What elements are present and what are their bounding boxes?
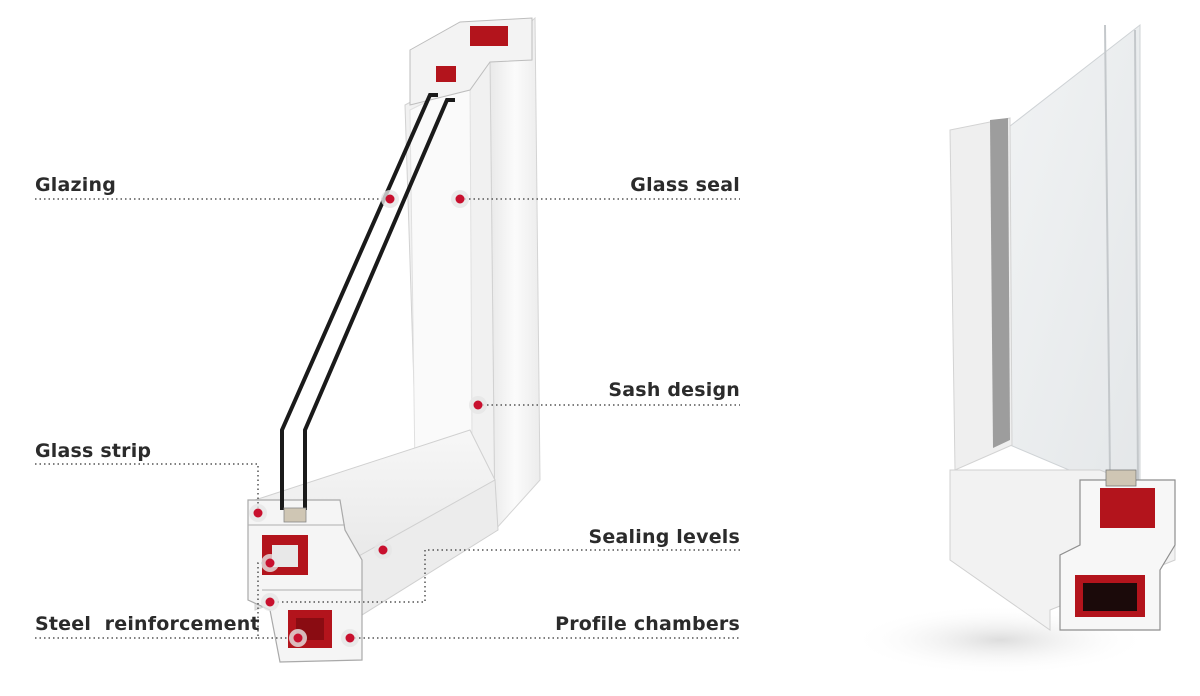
marker-sash-design (469, 396, 487, 414)
marker-glass-strip (249, 504, 267, 522)
marker-glass-seal (451, 190, 469, 208)
marker-profile-chambers (341, 629, 359, 647)
glass-edge-line (1134, 29, 1139, 486)
leader-sealing-levels (270, 549, 740, 603)
glass-edge-line (1104, 24, 1111, 476)
markers (249, 190, 487, 647)
glass-spacer (283, 507, 307, 523)
marker-steel-reinforcement-upper (261, 554, 279, 572)
sample-reinforcement-core (1083, 583, 1137, 611)
label-profile-chambers: Profile chambers (555, 613, 740, 635)
marker-steel-reinforcement-lower (289, 629, 307, 647)
marker-sealing-lower (261, 593, 279, 611)
sample-glass-spacer (1105, 469, 1137, 487)
sample-reinforcement-upper (1100, 488, 1155, 528)
marker-glazing (381, 190, 399, 208)
window-sample-render (850, 23, 1176, 675)
corner-profile-section (247, 16, 541, 663)
top-reinforcement-small (436, 66, 456, 82)
label-sealing-levels: Sealing levels (588, 526, 740, 548)
outer-frame-vertical (489, 16, 541, 532)
label-glass-strip: Glass strip (35, 440, 152, 462)
label-sash-design: Sash design (608, 379, 740, 401)
leader-glass-strip (35, 463, 259, 513)
label-glazing: Glazing (35, 174, 117, 196)
marker-sealing-levels (374, 541, 392, 559)
sample-glass-pane (1004, 23, 1141, 501)
label-steel-reinforcement: Steel reinforcement (35, 613, 260, 635)
top-reinforcement (470, 26, 508, 46)
glass-pane-outer (280, 93, 438, 510)
label-glass-seal: Glass seal (630, 174, 740, 196)
glass-pane-inner (303, 98, 455, 510)
sash-inner-face (409, 79, 473, 471)
sample-gasket (990, 118, 1010, 448)
leader-lines (35, 198, 740, 639)
